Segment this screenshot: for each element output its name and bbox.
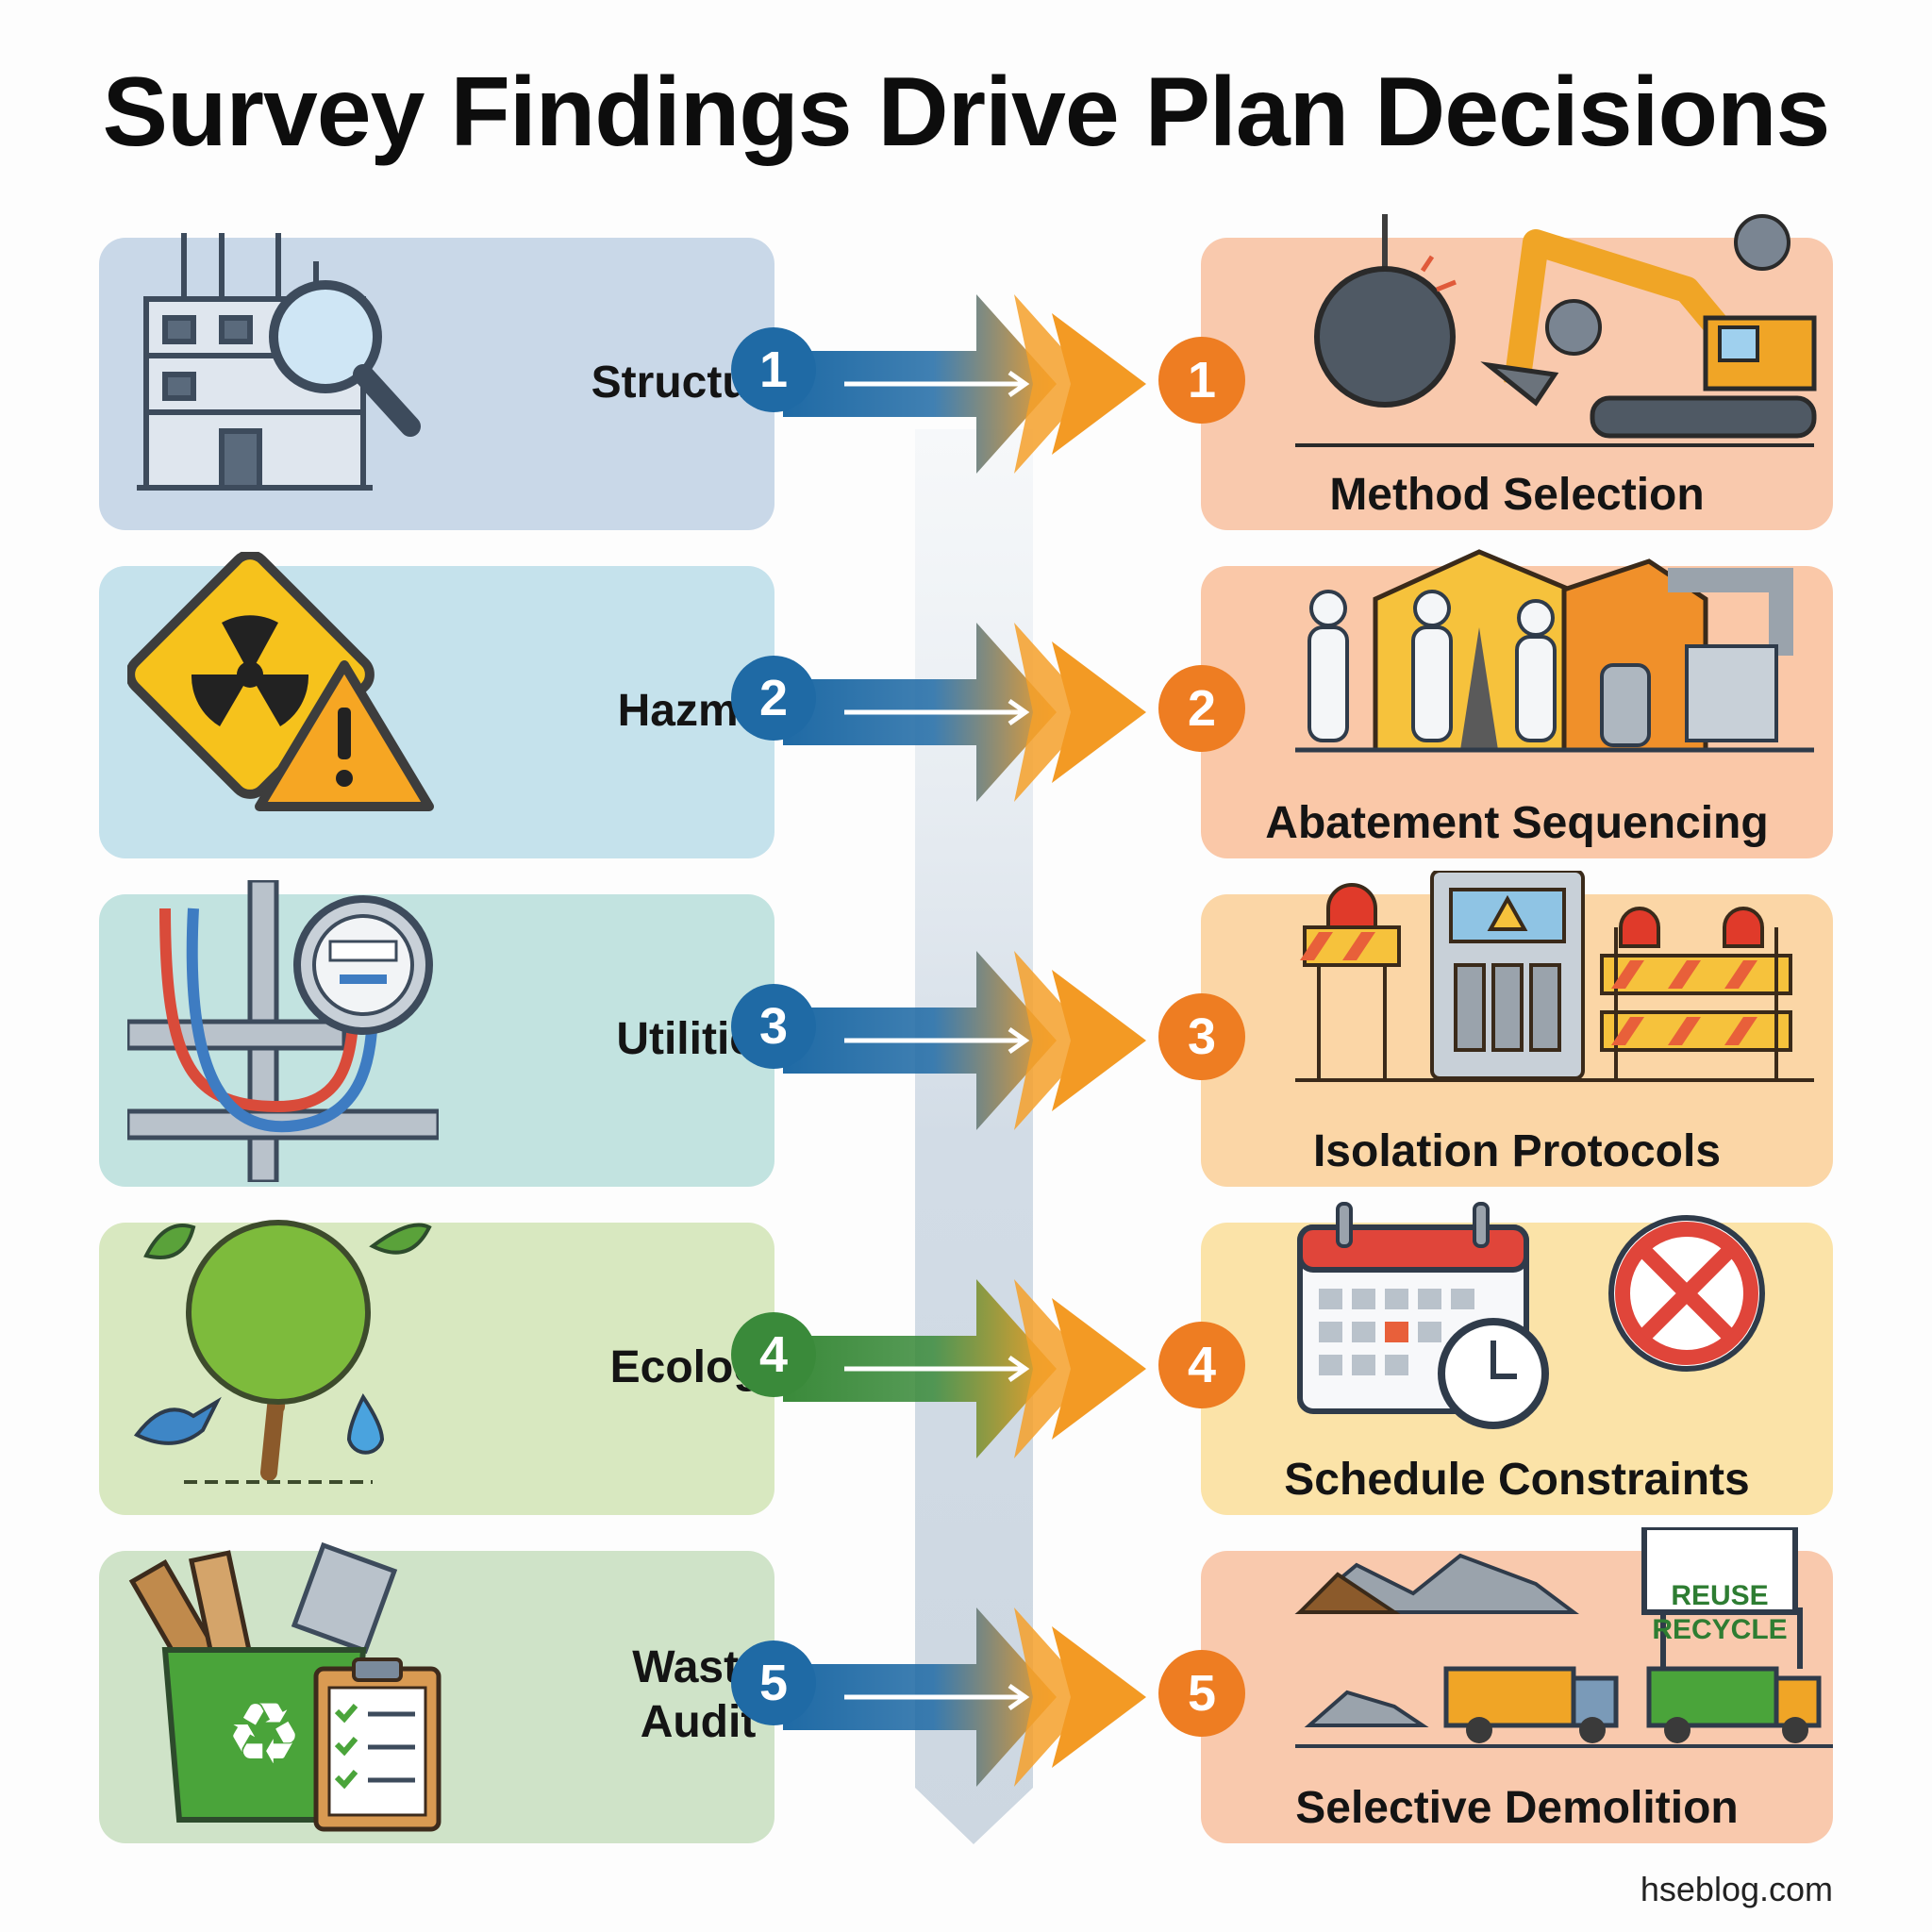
finding-number-badge: 5 [731, 1641, 816, 1725]
finding-number-badge: 2 [731, 656, 816, 741]
decision-number-badge: 2 [1158, 665, 1245, 752]
flow-arrow [783, 1607, 1146, 1787]
decision-label: Selective Demolition [1295, 1783, 1739, 1833]
finding-card: ♻ Waste Audit [99, 1541, 774, 1843]
page-title: Survey Findings Drive Plan Decisions [102, 58, 1831, 167]
decision-number-badge: 1 [1158, 337, 1245, 424]
tree-bird-icon [127, 1208, 439, 1496]
recycle-bin-clipboard-icon: ♻ [127, 1537, 458, 1843]
flow-arrow [783, 951, 1146, 1130]
decision-label: Abatement Sequencing [1265, 798, 1769, 848]
finding-card: Ecology [99, 1220, 786, 1515]
decision-number-badge: 3 [1158, 993, 1245, 1080]
decision-label: Schedule Constraints [1284, 1455, 1750, 1505]
finding-card: Utilities [99, 877, 780, 1187]
finding-number-badge: 1 [731, 327, 816, 412]
svg-text:♻: ♻ [226, 1685, 303, 1784]
decision-label: Isolation Protocols [1312, 1126, 1722, 1176]
decision-card: Isolation Protocols [1201, 869, 1833, 1187]
footer-credit: hseblog.com [1640, 1870, 1833, 1908]
calendar-clock-no-entry-icon [1291, 1199, 1781, 1440]
wrecking-ball-excavator-icon [1291, 214, 1819, 455]
decision-number-badge: 5 [1158, 1650, 1245, 1737]
decision-card: Abatement Sequencing [1201, 549, 1833, 858]
finding-number-badge: 3 [731, 984, 816, 1069]
barriers-control-panel-icon [1291, 869, 1819, 1092]
hazmat-tent-workers-icon [1291, 542, 1819, 764]
sign-text: RECYCLE [1652, 1614, 1788, 1645]
finding-number-badge: 4 [731, 1312, 816, 1397]
finding-card: Hazmat [99, 550, 778, 858]
finding-card: Structural [99, 233, 805, 530]
flow-arrow [783, 1279, 1146, 1458]
decision-card: Schedule Constraints [1201, 1202, 1833, 1515]
flow-arrow [783, 623, 1146, 802]
pipes-meter-icon [125, 877, 441, 1187]
decision-number-badge: 4 [1158, 1322, 1245, 1408]
flow-spine [915, 429, 1033, 1844]
building-magnifier-icon [127, 224, 439, 511]
flow-arrow [783, 294, 1146, 474]
sign-text: REUSE [1671, 1580, 1769, 1611]
decision-card: Method Selection [1201, 214, 1833, 530]
radiation-warning-icon [125, 550, 439, 830]
debris-trucks-sign-icon [1291, 1524, 1838, 1768]
finding-label: Waste Audit [632, 1642, 764, 1747]
decision-label: Method Selection [1329, 470, 1705, 520]
